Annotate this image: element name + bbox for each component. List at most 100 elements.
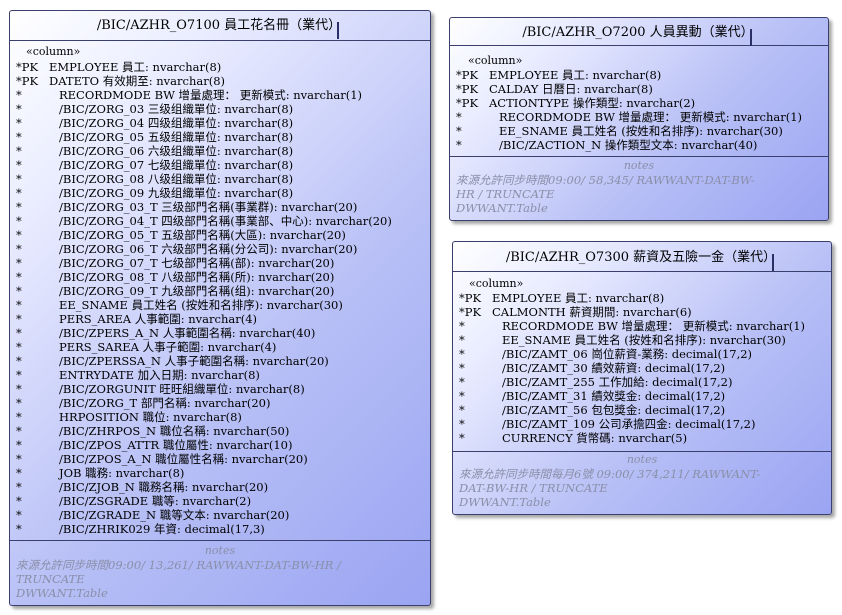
column-key-marker: * bbox=[459, 417, 465, 431]
column-key-marker: * bbox=[16, 480, 22, 494]
column-row: * /BIC/ZACTION_N 操作類型文本: nvarchar(40) bbox=[456, 138, 828, 152]
column-row: * /BIC/ZORG_09 九级组織單位: nvarchar(8) bbox=[16, 186, 430, 200]
column-row: *ENTRYDATE 加入日期: nvarchar(8) bbox=[16, 368, 430, 382]
column-definition: /BIC/ZAMT_56 包包獎金: decimal(17,2) bbox=[502, 403, 726, 417]
column-key-marker: * bbox=[459, 431, 465, 445]
column-row: *RECORDMODE BW 增量處理： 更新模式: nvarchar(1) bbox=[16, 88, 430, 102]
entity-zhr-o7200[interactable]: /BIC/AZHR_O7200 人員異動（業代） «column» *PK EMP… bbox=[449, 17, 829, 221]
notes-line: 來源允許同步時間每月6號 09:00/ 374,211/ RAWWANT- bbox=[459, 467, 761, 481]
column-key-marker: *PK bbox=[456, 82, 479, 96]
column-definition: EMPLOYEE 員工: nvarchar(8) bbox=[489, 68, 662, 82]
notes-line: DAT-BW-HR / TRUNCATE bbox=[459, 481, 608, 495]
column-row: * HRPOSITION 職位: nvarchar(8) bbox=[16, 410, 430, 424]
column-key-marker: * bbox=[456, 138, 462, 152]
column-row: * EE_SNAME 員工姓名 (按姓和名排序): nvarchar(30) bbox=[456, 124, 828, 138]
stereotype-label: «column» bbox=[468, 54, 523, 67]
entity-title: /BIC/AZHR_O7200 人員異動（業代） bbox=[450, 18, 828, 46]
column-row: *PERS_AREA 人事範圍: nvarchar(4) bbox=[16, 312, 430, 326]
table-icon[interactable] bbox=[749, 29, 752, 46]
column-key-marker: * bbox=[16, 144, 22, 158]
column-key-marker: * bbox=[459, 375, 465, 389]
column-definition: /BIC/ZORG_03 三级组織單位: nvarchar(8) bbox=[59, 102, 294, 116]
column-definition: /BIC/ZORG_T 部門名稱: nvarchar(20) bbox=[59, 396, 271, 410]
column-row: *EE_SNAME 員工姓名 (按姓和名排序): nvarchar(30) bbox=[459, 333, 831, 347]
column-row: *CURRENCY 貨幣碼: nvarchar(5) bbox=[459, 431, 831, 445]
entity-title-text: /BIC/AZHR_O7100 員工花名冊（業代） bbox=[96, 18, 342, 33]
column-key-marker: *PK bbox=[456, 96, 479, 110]
column-key-marker: * bbox=[16, 270, 22, 284]
column-row: */BIC/ZPOS_A_N 職位屬性名稱: nvarchar(20) bbox=[16, 452, 430, 466]
column-row: */BIC/ZORG_06 六级组織單位: nvarchar(8) bbox=[16, 144, 430, 158]
column-row: * /BIC/ZORG_07 七级组織單位: nvarchar(8) bbox=[16, 158, 430, 172]
entity-title-text: /BIC/AZHR_O7300 薪資及五險一金（業代） bbox=[505, 250, 777, 265]
column-definition: ENTRYDATE 加入日期: nvarchar(8) bbox=[59, 368, 260, 382]
column-row: */BIC/ZGRADE_N 職等文本: nvarchar(20) bbox=[16, 508, 430, 522]
column-key-marker: * bbox=[456, 124, 462, 138]
column-key-marker: * bbox=[16, 424, 22, 438]
column-definition: CALDAY 日曆日: nvarchar(8) bbox=[489, 82, 653, 96]
column-row: *JOB 職務: nvarchar(8) bbox=[16, 466, 430, 480]
column-definition: RECORDMODE BW 增量處理： 更新模式: nvarchar(1) bbox=[59, 88, 362, 102]
column-row: */BIC/ZPERS_A_N 人事範圍名稱: nvarchar(40) bbox=[16, 326, 430, 340]
column-row: *PK ACTIONTYPE 操作類型: nvarchar(2) bbox=[456, 96, 828, 110]
column-definition: EMPLOYEE 員工: nvarchar(8) bbox=[49, 60, 222, 74]
column-key-marker: * bbox=[459, 403, 465, 417]
column-definition: /BIC/ZORG_09 九级组織單位: nvarchar(8) bbox=[59, 186, 294, 200]
notes-text: 來源允許同步時間09:00/ 13,261/ RAWWANT-DAT-BW-HR… bbox=[16, 558, 341, 600]
column-key-marker: * bbox=[16, 494, 22, 508]
column-key-marker: *PK bbox=[459, 305, 482, 319]
column-definition: /BIC/ZPOS_A_N 職位屬性名稱: nvarchar(20) bbox=[59, 452, 308, 466]
notes-line: HR / TRUNCATE bbox=[456, 187, 555, 201]
column-definition: ACTIONTYPE 操作類型: nvarchar(2) bbox=[489, 96, 696, 110]
column-definition: HRPOSITION 職位: nvarchar(8) bbox=[59, 410, 242, 424]
column-row: * /BIC/ZSGRADE 職等: nvarchar(2) bbox=[16, 494, 430, 508]
column-row: *RECORDMODE BW 增量處理： 更新模式: nvarchar(1) bbox=[456, 110, 828, 124]
column-definition: /BIC/ZHRIK029 年資: decimal(17,3) bbox=[59, 522, 265, 536]
column-key-marker: * bbox=[16, 172, 22, 186]
stereotype-label: «column» bbox=[26, 45, 81, 58]
column-row: */BIC/ZORG_03_T 三级部門名稱(事業群): nvarchar(20… bbox=[16, 200, 430, 214]
column-key-marker: * bbox=[459, 361, 465, 375]
column-key-marker: * bbox=[16, 116, 22, 130]
column-key-marker: * bbox=[16, 396, 22, 410]
column-definition: /BIC/ZORG_07 七级组織單位: nvarchar(8) bbox=[59, 158, 294, 172]
column-key-marker: * bbox=[16, 410, 22, 424]
column-definition: /BIC/ZORG_09_T 九级部門名稱(组): nvarchar(20) bbox=[59, 284, 335, 298]
column-definition: /BIC/ZSGRADE 職等: nvarchar(2) bbox=[59, 494, 252, 508]
column-key-marker: * bbox=[16, 158, 22, 172]
notes-label: notes bbox=[623, 159, 655, 172]
notes-divider bbox=[453, 451, 831, 452]
column-key-marker: * bbox=[16, 326, 22, 340]
entity-zhr-o7100[interactable]: /BIC/AZHR_O7100 員工花名冊（業代） «column» *PK EM… bbox=[9, 10, 431, 606]
table-icon[interactable] bbox=[337, 22, 340, 39]
notes-line: DWWANT.Table bbox=[459, 495, 551, 509]
column-key-marker: * bbox=[16, 466, 22, 480]
table-icon[interactable] bbox=[772, 254, 775, 271]
column-definition: EE_SNAME 員工姓名 (按姓和名排序): nvarchar(30) bbox=[499, 124, 783, 138]
entity-zhr-o7300[interactable]: /BIC/AZHR_O7300 薪資及五險一金（業代） «column» *PK… bbox=[452, 241, 832, 515]
column-key-marker: * bbox=[456, 110, 462, 124]
column-definition: /BIC/ZORG_07_T 七级部門名稱(部): nvarchar(20) bbox=[59, 256, 335, 270]
column-definition: PERS_AREA 人事範圍: nvarchar(4) bbox=[59, 312, 258, 326]
column-key-marker: *PK bbox=[459, 291, 482, 305]
column-definition: /BIC/ZAMT_31 績效獎金: decimal(17,2) bbox=[502, 389, 726, 403]
column-definition: /BIC/ZACTION_N 操作類型文本: nvarchar(40) bbox=[499, 138, 758, 152]
column-key-marker: * bbox=[16, 214, 22, 228]
column-row: */BIC/ZORG_09_T 九级部門名稱(组): nvarchar(20) bbox=[16, 284, 430, 298]
column-definition: /BIC/ZORG_04_T 四级部門名稱(事業部、中心): nvarchar(… bbox=[59, 214, 392, 228]
column-key-marker: * bbox=[16, 354, 22, 368]
column-row: */BIC/ZORG_05_T 五级部門名稱(大區): nvarchar(20) bbox=[16, 228, 430, 242]
column-definition: /BIC/ZORGUNIT 旺旺組織單位: nvarchar(8) bbox=[59, 382, 305, 396]
column-key-marker: * bbox=[16, 438, 22, 452]
notes-text: 來源允許同步時間每月6號 09:00/ 374,211/ RAWWANT-DAT… bbox=[459, 467, 760, 509]
column-key-marker: * bbox=[16, 186, 22, 200]
column-key-marker: * bbox=[459, 389, 465, 403]
column-definition: /BIC/ZORG_06_T 六级部門名稱(分公司): nvarchar(20) bbox=[59, 242, 358, 256]
column-key-marker: * bbox=[16, 200, 22, 214]
column-definition: /BIC/ZORG_04 四级组織單位: nvarchar(8) bbox=[59, 116, 294, 130]
notes-line: DWWANT.Table bbox=[16, 586, 108, 600]
entity-title-text: /BIC/AZHR_O7200 人員異動（業代） bbox=[522, 25, 754, 40]
column-key-marker: *PK bbox=[16, 60, 39, 74]
